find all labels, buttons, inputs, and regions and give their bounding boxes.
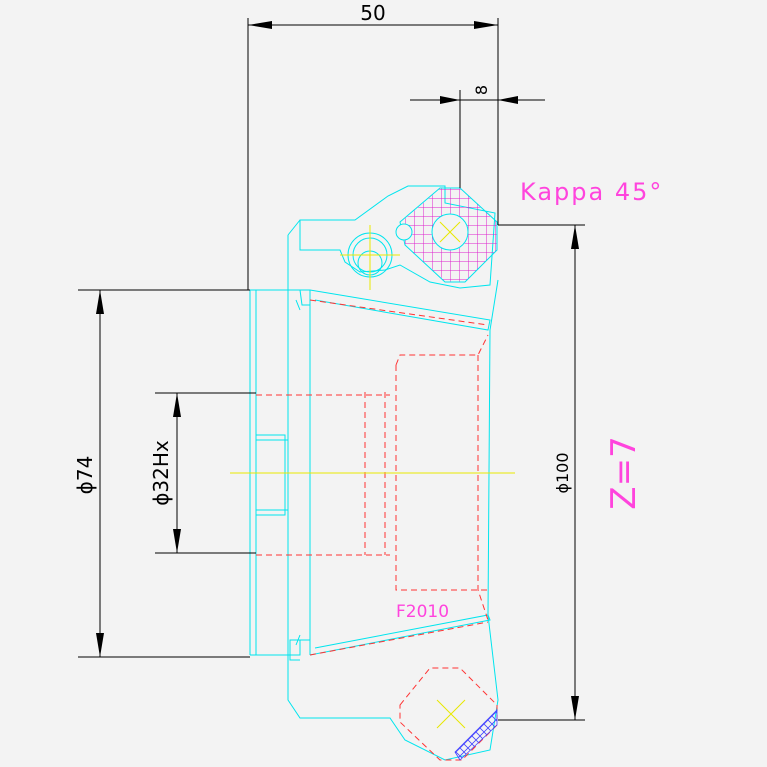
tooth-profile-top — [395, 187, 498, 283]
dim-outer-left-label: ϕ74 — [73, 456, 97, 495]
dimension-phi74: ϕ74 — [73, 289, 250, 658]
dim-offset-top-label: 8 — [472, 85, 491, 95]
bearing-circle — [340, 225, 400, 290]
part-outline — [249, 185, 499, 761]
dimension-50: 50 — [247, 1, 499, 290]
tooth-profile-bottom — [399, 667, 498, 761]
flange-annotation: F2010 — [396, 602, 449, 622]
hidden-lines — [256, 299, 489, 656]
teeth-annotation: Z=7 — [604, 436, 644, 509]
kappa-annotation: Kappa 45° — [520, 178, 663, 206]
dim-outer-right-label: ϕ100 — [553, 452, 572, 493]
dim-width-top-label: 50 — [360, 1, 385, 25]
dimension-8: 8 — [410, 85, 545, 188]
dimension-phi32: ϕ32Hx — [149, 392, 256, 554]
dim-bore-label: ϕ32Hx — [149, 440, 173, 506]
dimension-phi100: ϕ100 — [498, 224, 585, 721]
